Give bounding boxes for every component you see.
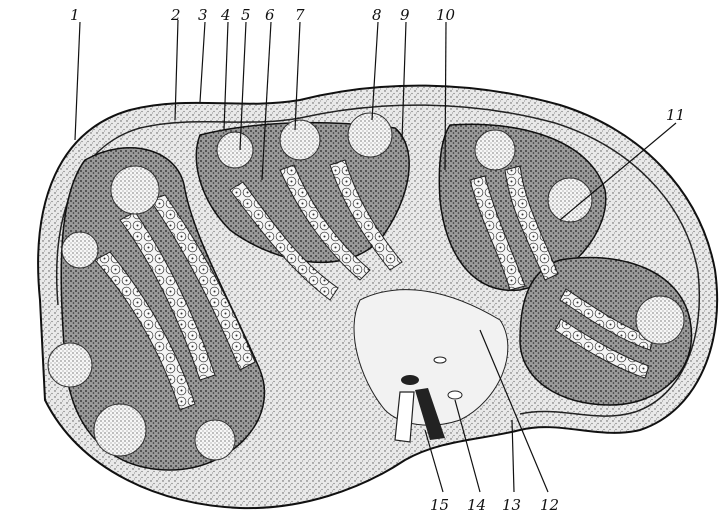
label-7: 7	[295, 6, 305, 24]
label-3: 3	[198, 6, 208, 24]
label-2: 2	[170, 6, 181, 24]
label-13: 13	[502, 496, 521, 514]
label-8: 8	[372, 6, 382, 24]
label-4: 4	[220, 6, 231, 24]
label-6: 6	[265, 6, 275, 24]
label-14: 14	[467, 496, 486, 514]
label-11: 11	[666, 106, 685, 124]
label-5: 5	[241, 6, 251, 24]
label-10: 10	[436, 6, 456, 24]
label-1: 1	[70, 6, 80, 24]
label-9: 9	[400, 6, 410, 24]
label-15: 15	[430, 496, 449, 514]
label-12: 12	[540, 496, 559, 514]
